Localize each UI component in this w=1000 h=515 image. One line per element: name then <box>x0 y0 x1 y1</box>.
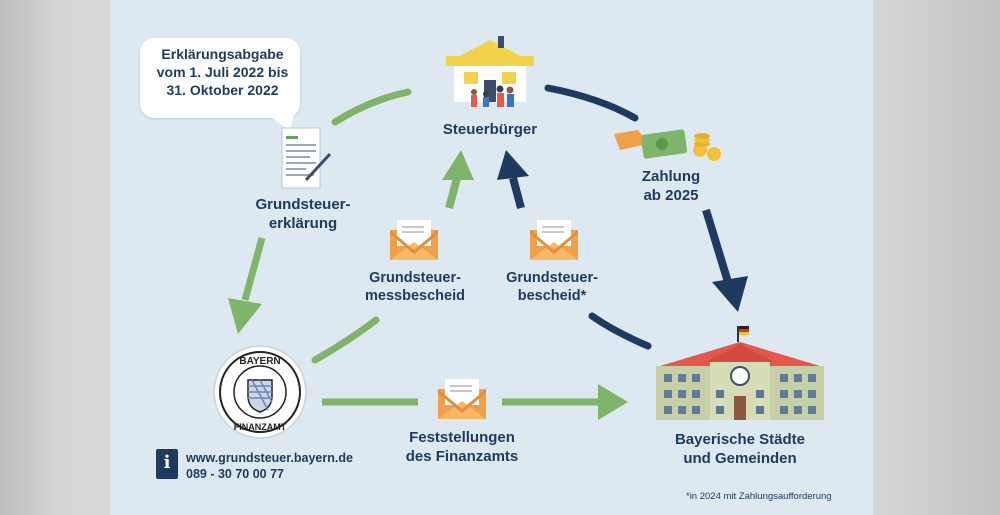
deadline-line-2: vom 1. Juli 2022 bis <box>156 64 289 80</box>
right-letterbox <box>873 0 1000 515</box>
payment-line-1: Zahlung <box>641 168 701 185</box>
website-link[interactable]: www.grundsteuer.bayern.de <box>186 451 353 465</box>
municipalities-line-2: und Gemeinden <box>683 449 797 467</box>
phone-number: 089 - 30 70 00 77 <box>186 467 284 481</box>
citizen-label: Steuerbürger <box>442 121 538 138</box>
arrow-declaration-to-office <box>241 237 266 301</box>
arc-declaration-to-citizen <box>331 88 412 126</box>
municipalities-line-1: Bayerische Städte <box>674 431 806 448</box>
payment-label: Zahlung ab 2025 <box>626 168 716 206</box>
arrowhead-to-citizen-green <box>442 150 474 180</box>
findings-label: Feststellungen des Finanzamts <box>394 429 530 467</box>
payment-line-2: ab 2025 <box>643 186 699 204</box>
arrow-payment-to-municipalities <box>702 208 732 284</box>
arrow-assessment-to-citizen <box>445 176 461 210</box>
seal-bottom-text: FINANZAMT <box>234 422 287 432</box>
municipalities-label: Bayerische Städte und Gemeinden <box>660 431 820 469</box>
envelope-assessment-icon <box>390 220 438 260</box>
deadline-bubble <box>140 38 300 118</box>
assessment-label: Grundsteuer- messbescheid <box>350 269 480 305</box>
declaration-line-2: erklärung <box>268 214 338 232</box>
contact-info: www.grundsteuer.bayern.de 089 - 30 70 00… <box>186 450 353 482</box>
tax-notice-line-2: bescheid* <box>517 288 587 305</box>
arc-citizen-to-payment <box>544 84 639 122</box>
house-family-icon <box>446 36 534 107</box>
findings-line-1: Feststellungen <box>409 429 515 446</box>
deadline-line-1: Erklärungsabgabe <box>161 46 284 62</box>
assessment-line-2: messbescheid <box>365 288 465 305</box>
arrow-notice-to-citizen <box>509 176 525 210</box>
arrow-office-to-assessment <box>311 316 380 364</box>
footnote: *in 2024 mit Zahlungsaufforderung <box>686 491 832 502</box>
info-glyph: i <box>163 452 171 473</box>
arc-municipalities-to-notice <box>588 312 652 350</box>
info-icon: i <box>156 449 178 479</box>
arrowhead-to-citizen-navy <box>497 150 529 180</box>
deadline-line-3: 31. Oktober 2022 <box>166 82 279 98</box>
arrowhead-to-municipalities <box>598 384 628 420</box>
tax-notice-line-1: Grundsteuer- <box>506 270 598 286</box>
envelope-findings-icon <box>438 379 486 419</box>
findings-line-2: des Finanzamts <box>405 447 519 465</box>
declaration-label: Grundsteuer- erklärung <box>238 196 368 234</box>
bavarian-seal-icon: BAYERN FINANZAMT <box>213 345 307 439</box>
arrowhead-to-office <box>228 298 262 334</box>
tax-notice-label: Grundsteuer- bescheid* <box>492 269 612 305</box>
arrowhead-to-municipalities-navy <box>712 276 748 312</box>
assessment-line-1: Grundsteuer- <box>369 270 461 286</box>
seal-top-text: BAYERN <box>239 356 280 367</box>
bubble-tail <box>268 115 294 131</box>
tax-form-icon <box>281 127 332 189</box>
envelope-tax-notice-icon <box>530 220 578 260</box>
money-hand-icon <box>614 129 721 161</box>
town-hall-icon <box>656 326 824 420</box>
declaration-line-1: Grundsteuer- <box>255 196 351 213</box>
deadline-text: Erklärungsabgabe vom 1. Juli 2022 bis 31… <box>150 45 295 99</box>
